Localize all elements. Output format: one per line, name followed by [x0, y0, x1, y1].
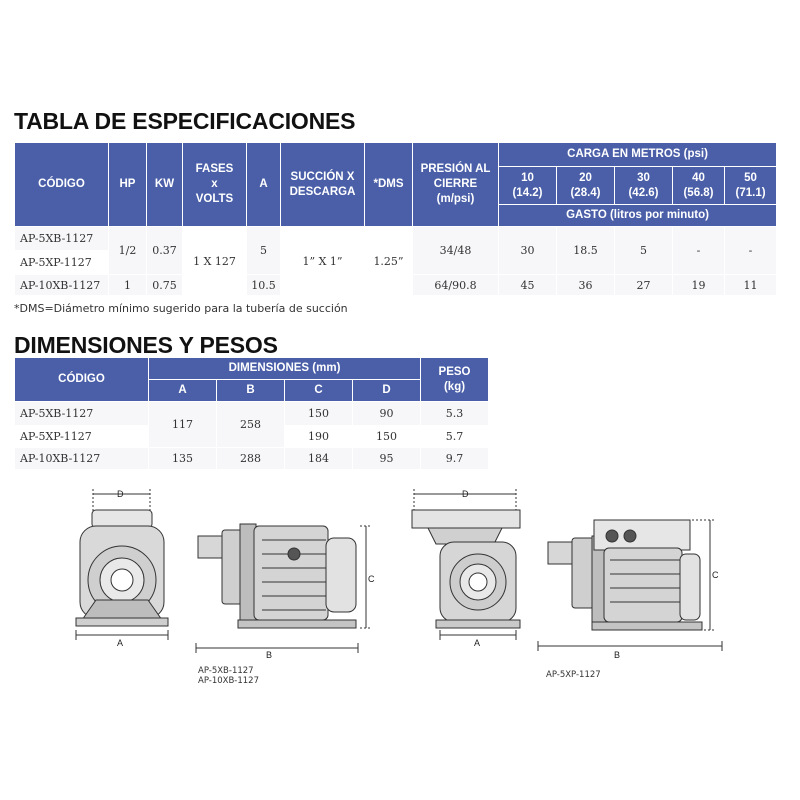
pump-drawings: D A C B D: [75, 489, 723, 660]
header-carga-30: 30(42.6): [614, 166, 673, 205]
cell-flow: 5: [614, 226, 673, 275]
header-gasto: GASTO (litros por minuto): [497, 204, 778, 227]
dims-table: CÓDIGO DIMENSIONES (mm) PESO(kg) A B C D…: [14, 357, 490, 470]
header-carga: CARGA EN METROS (psi): [497, 142, 778, 167]
dim-label-b: B: [266, 650, 272, 660]
cell-a: 10.5: [246, 274, 281, 296]
cell-flow: 18.5: [556, 226, 615, 275]
table-row-code: AP-5XB-1127: [14, 401, 149, 426]
dims-header-peso: PESO(kg): [420, 357, 490, 402]
cell-flow: -: [672, 226, 725, 275]
header-carga-20: 20(28.4): [556, 166, 615, 205]
table-row-code: AP-5XP-1127: [14, 250, 109, 275]
dim-label-c: C: [368, 574, 375, 584]
header-carga-40: 40(56.8): [672, 166, 725, 205]
cell-flow: 11: [723, 274, 778, 296]
cell-flow: 36: [556, 274, 615, 296]
drawing-caption-left: AP-5XB-1127 AP-10XB-1127: [198, 666, 259, 686]
dms-note: *DMS=Diámetro mínimo sugerido para la tu…: [14, 302, 348, 315]
cell-flow: 45: [498, 274, 557, 296]
dim-label-b: B: [614, 650, 620, 660]
pump-side-view-right: C B: [537, 519, 723, 660]
pump-front-view-right: D A: [411, 489, 521, 648]
dims-header-d: D: [351, 379, 422, 402]
cell-kw: 0.37: [146, 226, 183, 275]
cell-hp: 1: [108, 274, 147, 296]
spec-title: TABLA DE ESPECIFICACIONES: [14, 108, 356, 134]
table-row-code: AP-5XP-1127: [14, 425, 149, 448]
dim-label-d: D: [117, 489, 124, 499]
header-dms: *DMS: [364, 142, 413, 227]
cell-fases: 1 X 127: [182, 226, 247, 296]
header-hp: HP: [108, 142, 147, 227]
cell-flow: 30: [498, 226, 557, 275]
dims-cell-peso: 5.3: [420, 401, 490, 426]
cell-hp: 1/2: [108, 226, 147, 275]
cell-kw: 0.75: [146, 274, 183, 296]
cell-flow: 19: [672, 274, 725, 296]
dims-header-dimensiones: DIMENSIONES (mm): [147, 357, 422, 380]
header-a: A: [246, 142, 281, 227]
cell-presion: 34/48: [412, 226, 499, 275]
dim-label-d: D: [462, 489, 469, 499]
drawing-caption-right: AP-5XP-1127: [546, 670, 601, 680]
cell-succion: 1” X 1”: [280, 226, 365, 296]
pump-side-view-left: C B: [195, 523, 375, 660]
dims-cell-c: 190: [284, 425, 353, 448]
dims-cell-a: 117: [148, 401, 217, 448]
dims-cell-peso: 9.7: [420, 447, 490, 470]
dims-header-b: B: [216, 379, 285, 402]
dims-header-c: C: [284, 379, 353, 402]
dims-cell-c: 150: [284, 401, 353, 426]
dim-label-c: C: [712, 570, 719, 580]
dims-cell-c: 184: [284, 447, 353, 470]
dims-cell-a: 135: [148, 447, 217, 470]
dim-label-a: A: [117, 638, 123, 648]
header-kw: KW: [146, 142, 183, 227]
header-carga-50: 50(71.1): [723, 166, 778, 205]
cell-dms: 1.25”: [364, 226, 413, 296]
table-row-code: AP-10XB-1127: [14, 274, 109, 296]
cell-flow: 27: [614, 274, 673, 296]
dims-title: DIMENSIONES Y PESOS: [14, 332, 278, 358]
header-codigo: CÓDIGO: [14, 142, 109, 227]
table-row-code: AP-5XB-1127: [14, 226, 109, 251]
header-carga-10: 10(14.2): [498, 166, 557, 205]
dims-header-codigo: CÓDIGO: [14, 357, 149, 402]
dims-cell-d: 90: [351, 401, 422, 426]
dims-header-a: A: [148, 379, 217, 402]
dims-cell-peso: 5.7: [420, 425, 490, 448]
cell-flow: -: [723, 226, 778, 275]
pump-front-view-left: D A: [75, 489, 169, 648]
table-row-code: AP-10XB-1127: [14, 447, 149, 470]
dims-cell-d: 150: [351, 425, 422, 448]
cell-a: 5: [246, 226, 281, 275]
dim-label-a: A: [474, 638, 480, 648]
dims-cell-d: 95: [351, 447, 422, 470]
dims-cell-b: 258: [216, 401, 285, 448]
cell-presion: 64/90.8: [412, 274, 499, 296]
dims-cell-b: 288: [216, 447, 285, 470]
